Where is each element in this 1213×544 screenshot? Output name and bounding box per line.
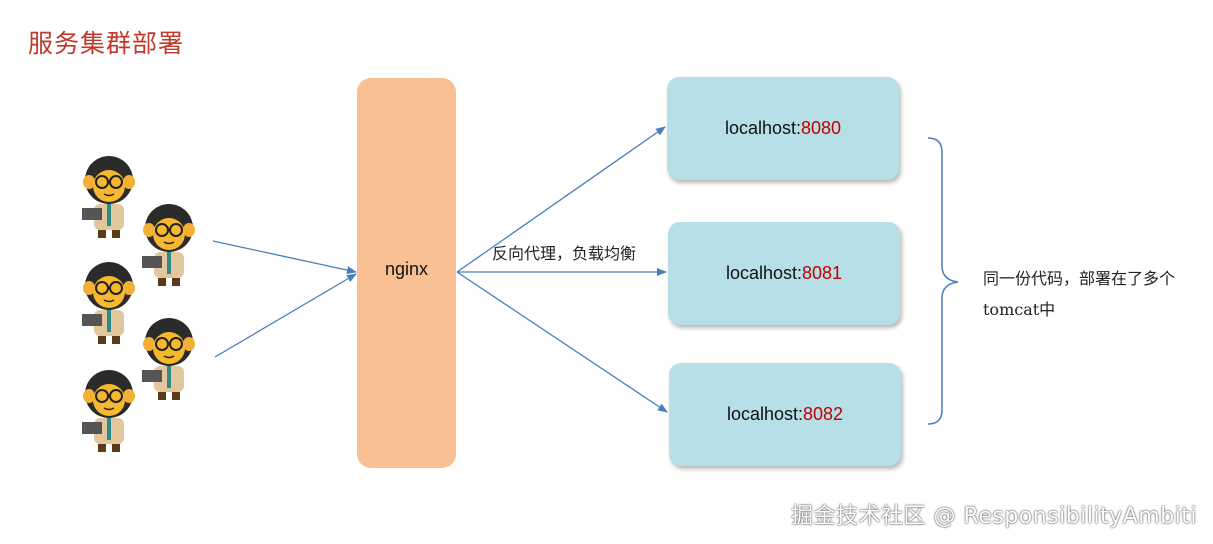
- watermark: 掘金技术社区 @ ResponsibilityAmbiti: [791, 504, 1197, 529]
- server-port: 8081: [802, 263, 843, 283]
- nginx-to-server-3-arrow: [456, 271, 668, 413]
- server-port: 8080: [801, 118, 842, 138]
- monkey-user-icon: [82, 262, 135, 344]
- server-node-8080: localhost:8080: [667, 77, 899, 180]
- monkey-user-icon: [82, 370, 135, 452]
- server-host: localhost:: [725, 263, 802, 283]
- nginx-node: [357, 78, 456, 468]
- monkey-user-icon: [142, 318, 195, 400]
- server-node-8081: localhost:8081: [668, 222, 900, 325]
- server-host: localhost:: [726, 404, 803, 424]
- monkey-user-icon: [82, 156, 135, 238]
- cluster-note: 同一份代码，部署在了多个tomcat中: [983, 269, 1176, 319]
- diagram-title: 服务集群部署: [28, 29, 185, 58]
- server-node-8082: localhost:8082: [669, 363, 901, 466]
- load-balance-label: 反向代理，负载均衡: [492, 244, 637, 263]
- server-port: 8082: [803, 404, 844, 424]
- right-brace: [927, 137, 959, 425]
- nginx-to-server-1-arrow: [456, 126, 666, 273]
- client-to-nginx-arrow-1: [212, 240, 357, 275]
- client-to-nginx-arrow-2: [214, 273, 357, 358]
- monkey-user-icon: [142, 204, 195, 286]
- nginx-label: nginx: [384, 259, 429, 279]
- server-host: localhost:: [724, 118, 801, 138]
